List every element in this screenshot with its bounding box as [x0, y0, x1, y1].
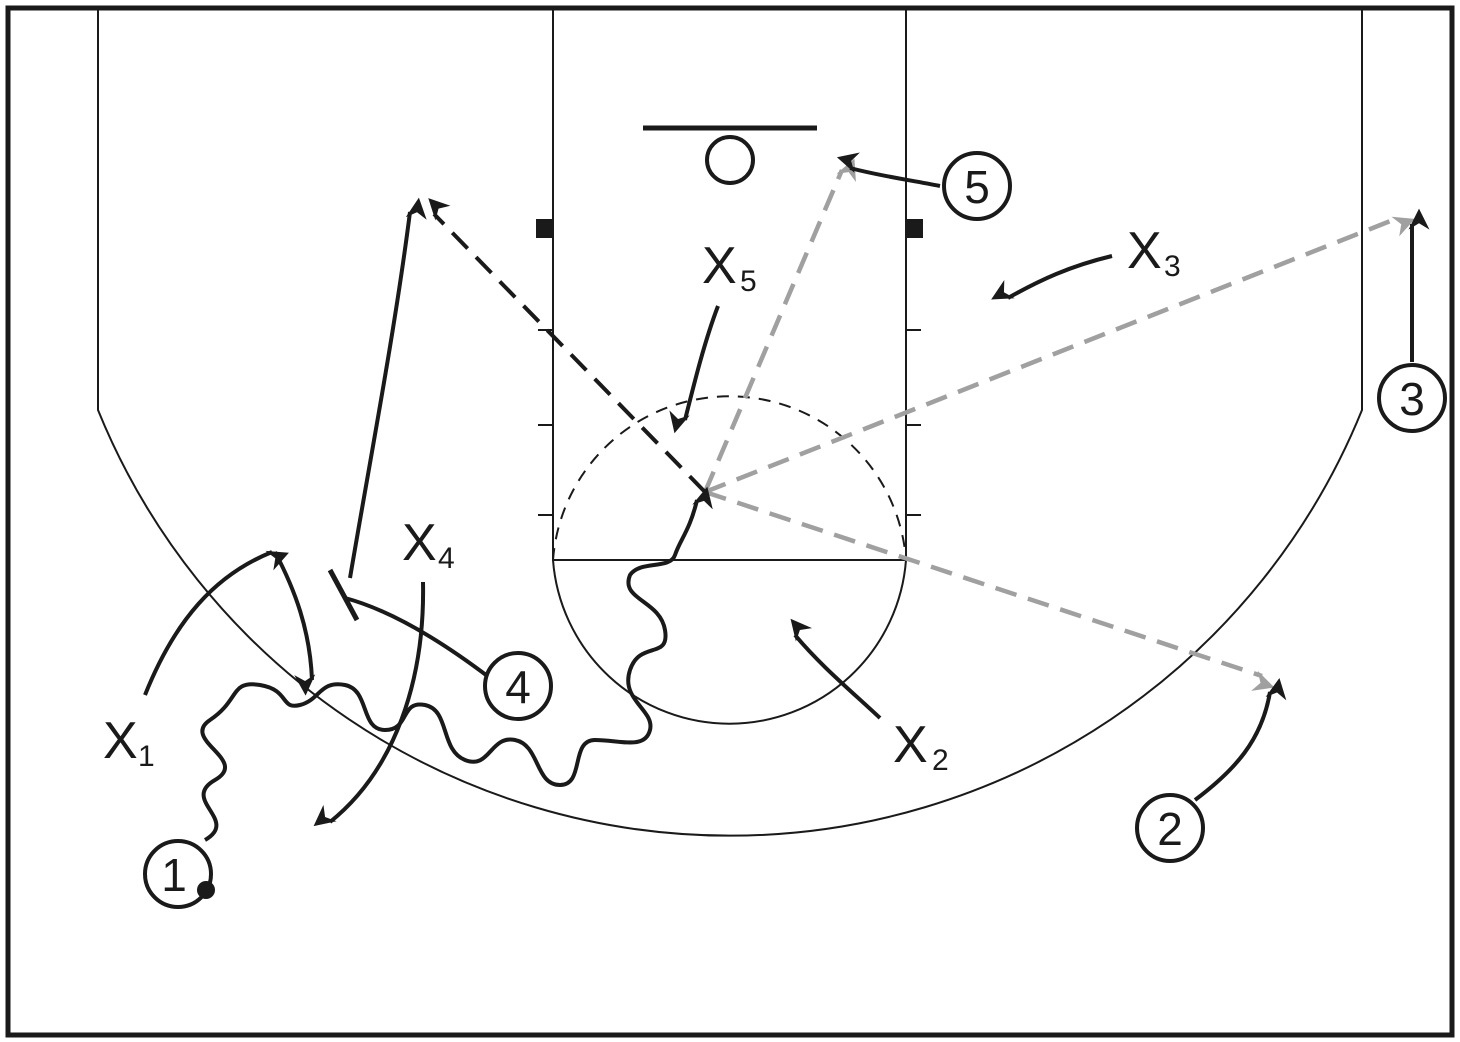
x5-move [669, 305, 720, 434]
three-point-line [97, 8, 1363, 837]
player-number: 4 [505, 661, 531, 713]
x1-move-up [143, 550, 289, 696]
x1-move-down [273, 551, 316, 696]
defender-number: 5 [740, 265, 757, 298]
defender-x4: X 4 [402, 514, 455, 575]
screen-mark [327, 568, 360, 622]
ball-icon [197, 881, 215, 899]
pass-to-5 [702, 158, 856, 493]
defender-x1: X 1 [103, 712, 155, 773]
defender-number: 3 [1164, 250, 1181, 283]
defender-number: 2 [932, 744, 949, 777]
offense-player-2: 2 [1135, 793, 1205, 863]
defender-letter: X [893, 716, 928, 774]
block-left [536, 219, 553, 238]
dribble-path-1 [200, 486, 713, 842]
move-path-2 [1193, 677, 1287, 802]
player-number: 5 [964, 161, 990, 213]
player-number: 2 [1157, 803, 1183, 855]
defender-number: 4 [438, 542, 455, 575]
free-throw-circle-upper [552, 395, 907, 561]
free-throw-circle-lower [552, 559, 907, 725]
defender-x3: X 3 [1127, 222, 1181, 283]
x3-move [991, 254, 1113, 300]
rim [705, 135, 755, 185]
block-right [906, 219, 923, 238]
lane [552, 8, 907, 561]
x2-move [790, 618, 882, 720]
defender-letter: X [402, 514, 437, 572]
x4-move [313, 581, 426, 827]
court-boundary [5, 5, 1455, 1038]
defender-number: 1 [138, 740, 155, 773]
cut-path-4 [348, 197, 427, 579]
lane-hash-marks [538, 329, 921, 516]
pass-to-4 [428, 198, 707, 494]
defender-letter: X [103, 712, 138, 770]
player-number: 3 [1399, 373, 1425, 425]
defender-letter: X [1127, 222, 1162, 280]
pass-to-3 [704, 215, 1415, 495]
offense-player-3: 3 [1377, 363, 1447, 433]
pass-to-2 [704, 489, 1275, 691]
move-path-5 [836, 152, 941, 188]
offense-player-4: 4 [483, 651, 553, 721]
defender-x2: X 2 [893, 716, 949, 777]
offense-player-5: 5 [942, 151, 1012, 221]
defender-x5: X 5 [702, 237, 757, 298]
player-number: 1 [161, 849, 187, 901]
offense-player-1: 1 [143, 839, 215, 909]
screen-path-4 [344, 596, 492, 680]
defender-letter: X [702, 237, 737, 295]
